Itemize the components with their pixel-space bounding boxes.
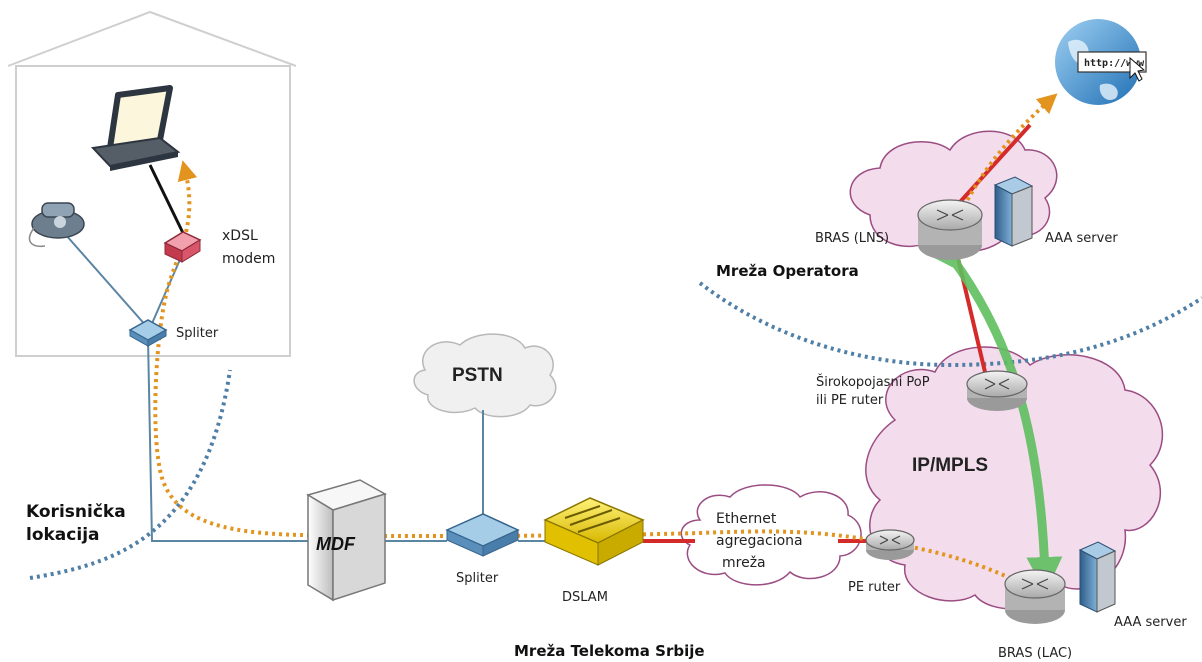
bras-lns-label: BRAS (LNS) bbox=[815, 231, 889, 246]
aaa-server-bottom-icon bbox=[1078, 541, 1117, 613]
mdf-label: MDF bbox=[316, 534, 356, 554]
splitter-mid-icon bbox=[445, 513, 520, 557]
telephone-icon bbox=[28, 202, 85, 248]
house-outline bbox=[7, 10, 297, 357]
pop-router-icon bbox=[966, 370, 1028, 411]
telekom-network-label: Mreža Telekoma Srbije bbox=[514, 642, 705, 660]
pop-label-line1: Širokopojasni PoP bbox=[816, 374, 930, 390]
laptop-icon bbox=[90, 85, 181, 171]
pe-router-icon bbox=[865, 529, 915, 560]
pop-label-line2: ili PE ruter bbox=[816, 393, 884, 408]
bras-lac-router-icon bbox=[1004, 569, 1066, 624]
bras-lns-router-icon bbox=[917, 199, 983, 260]
splitter-home-icon bbox=[128, 319, 168, 347]
modem-laptop-cable bbox=[148, 164, 185, 234]
user-location-line2: lokacija bbox=[26, 525, 100, 545]
dslam-icon bbox=[543, 497, 645, 566]
globe-icon: http://www bbox=[1055, 19, 1147, 105]
spliter-mid-label: Spliter bbox=[456, 571, 499, 586]
user-location-line1: Korisnička bbox=[26, 502, 126, 522]
ethernet-label-line2: agregaciona bbox=[716, 533, 803, 549]
bras-lac-label: BRAS (LAC) bbox=[998, 646, 1072, 661]
ip-mpls-label: IP/MPLS bbox=[912, 455, 988, 476]
pe-ruter-label: PE ruter bbox=[848, 580, 901, 595]
blue-lines bbox=[57, 225, 547, 542]
dslam-label: DSLAM bbox=[562, 590, 608, 605]
xdsl-label-line1: xDSL bbox=[222, 228, 258, 244]
pstn-label: PSTN bbox=[452, 365, 503, 386]
ethernet-label-line3: mreža bbox=[722, 555, 766, 571]
aaa-server-top-icon bbox=[993, 176, 1034, 247]
operator-network-label: Mreža Operatora bbox=[716, 262, 859, 280]
aaa-bottom-label: AAA server bbox=[1114, 615, 1187, 630]
globe-url-text: http://www bbox=[1084, 58, 1145, 69]
spliter-home-label: Spliter bbox=[176, 326, 219, 341]
cloud-pstn bbox=[413, 333, 557, 418]
xdsl-label-line2: modem bbox=[222, 251, 275, 267]
mdf-icon: MDF bbox=[306, 479, 387, 602]
aaa-top-label: AAA server bbox=[1045, 231, 1118, 246]
ethernet-label-line1: Ethernet bbox=[716, 511, 777, 527]
xdsl-modem-icon bbox=[163, 231, 202, 263]
cloud-ethernet bbox=[680, 484, 862, 586]
